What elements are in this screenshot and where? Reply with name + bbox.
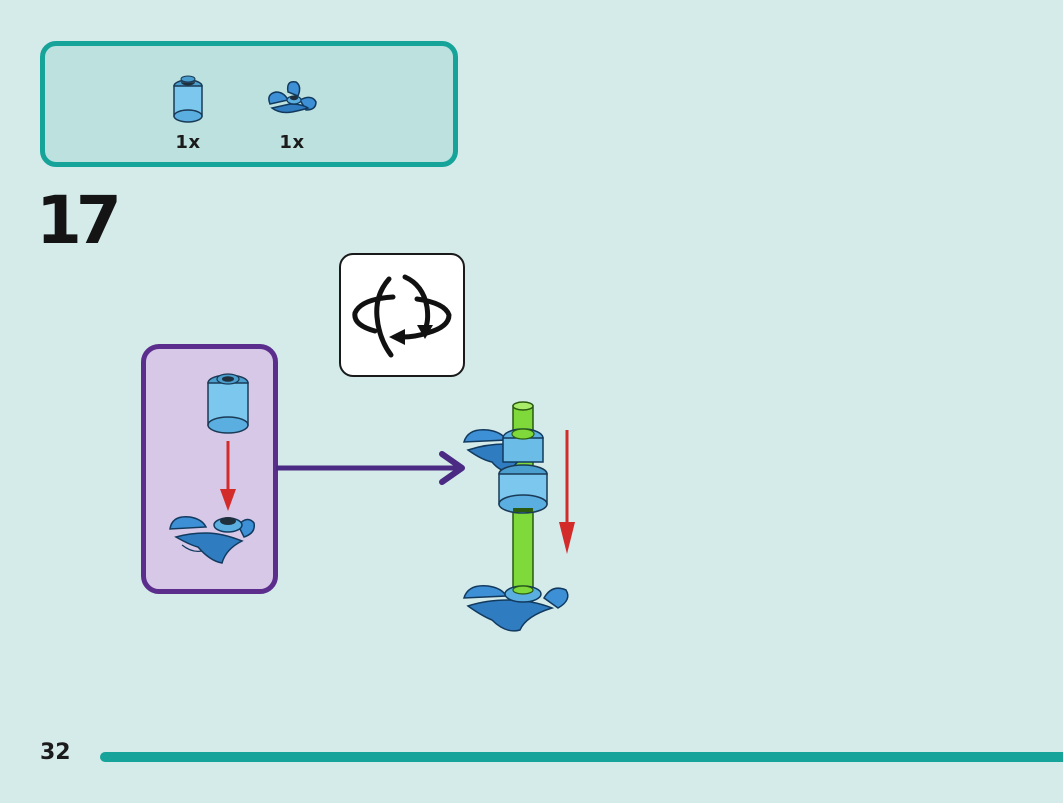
part-round-brick: 1x [153, 74, 223, 153]
main-model-illustration [462, 401, 569, 632]
rotate-model-icon [352, 274, 452, 358]
step-number: 17 [36, 182, 122, 259]
parts-list: 1x 1x [40, 41, 458, 167]
flower-plate-icon [268, 80, 317, 114]
round-brick-icon [173, 75, 203, 123]
sub-assembly-illustration [169, 373, 256, 564]
red-down-arrow [559, 430, 575, 554]
part-quantity: 1x [279, 132, 305, 153]
page-number: 32 [40, 740, 71, 765]
purple-connector-arrow [276, 451, 465, 485]
part-quantity: 1x [175, 132, 201, 153]
progress-bar [100, 752, 1063, 762]
rotate-model-indicator [339, 253, 465, 377]
sub-assembly-callout [141, 344, 278, 594]
part-flower-plate: 1x [257, 74, 327, 153]
